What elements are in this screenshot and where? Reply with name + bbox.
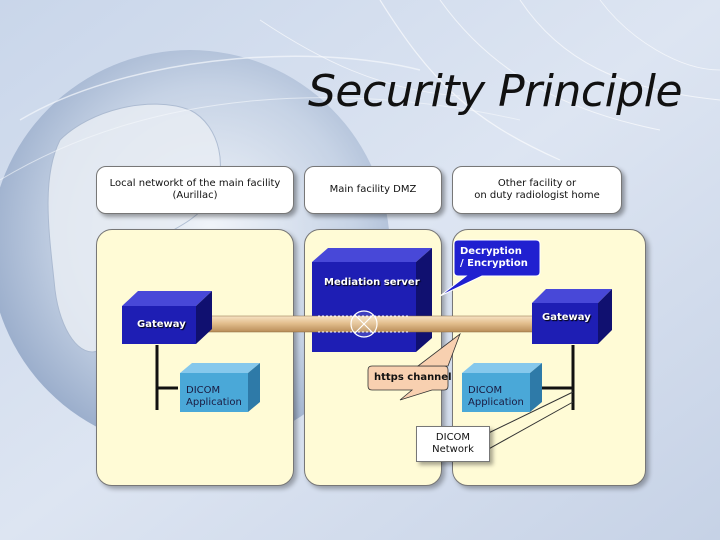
dmz-label: Main facility DMZ [304,166,442,214]
mediation-server-label: Mediation server [324,277,420,288]
light-streaks [259,0,720,161]
crypto-node [350,310,378,338]
local-network-label: Local networkt of the main facility (Aur… [96,166,294,214]
left-gateway [122,291,212,344]
encryption-callout-text: Decryption / Encryption [460,246,528,269]
left-gateway-label: Gateway [137,319,186,330]
right-gateway [532,289,612,344]
local-network-zone [96,229,294,486]
right-lan-links [473,345,575,457]
mediation-server [312,248,432,352]
right-dicom-application [462,363,542,412]
right-gateway-label: Gateway [542,312,591,323]
left-dicom-application [180,363,260,412]
right-dicom-app-label: DICOM Application [468,385,524,408]
remote-facility-label: Other facility or on duty radiologist ho… [452,166,622,214]
slide-title: Security Principle [307,66,683,117]
dicom-network-box: DICOM Network [416,426,490,462]
left-lan-links [155,345,178,410]
encryption-callout [439,239,541,297]
left-dicom-app-label: DICOM Application [186,385,242,408]
https-callout [367,365,449,401]
https-callout-text: https channel [374,372,452,383]
https-callout-pointer [416,332,461,367]
